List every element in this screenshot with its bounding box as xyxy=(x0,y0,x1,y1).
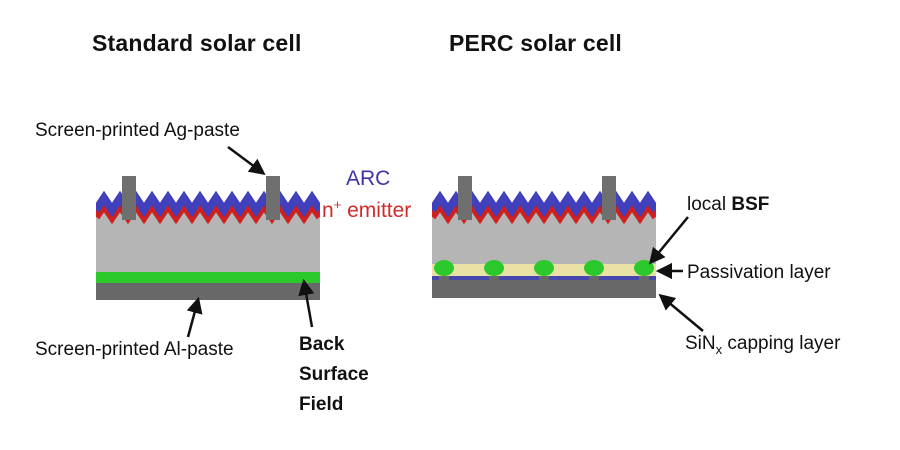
emitter-base: n xyxy=(322,199,334,222)
al-back-contact xyxy=(432,280,656,298)
bsf-line-field: Field xyxy=(299,394,344,415)
label-passivation-layer: Passivation layer xyxy=(687,262,831,283)
back-surface-field-layer xyxy=(96,272,320,283)
ag-contact-finger xyxy=(266,176,280,220)
local-contact-via xyxy=(539,276,549,281)
sinx-rest: capping layer xyxy=(722,333,841,354)
al-back-contact xyxy=(96,283,320,300)
local-bsf-dot xyxy=(484,260,504,276)
label-back-surface-field: Back Surface Field xyxy=(299,330,369,420)
label-ag-paste: Screen-printed Ag-paste xyxy=(35,120,240,141)
ag-contact-finger xyxy=(458,176,472,220)
title-perc-cell: PERC solar cell xyxy=(449,30,623,56)
sinx-base: SiN xyxy=(685,333,716,354)
label-sinx-capping: SiNx capping layer xyxy=(685,332,840,356)
local-bsf-dot xyxy=(534,260,554,276)
silicon-bulk xyxy=(96,206,320,272)
standard-cell-diagram xyxy=(96,176,320,300)
local-bsf-dot xyxy=(434,260,454,276)
arrow-local-bsf xyxy=(648,216,689,265)
emitter-superscript: + xyxy=(333,197,342,212)
local-contact-via xyxy=(489,276,499,281)
local-bsf-dot xyxy=(584,260,604,276)
label-arc: ARC xyxy=(346,167,391,190)
bsf-line-surface: Surface xyxy=(299,364,369,385)
ag-contact-finger xyxy=(122,176,136,220)
label-al-paste: Screen-printed Al-paste xyxy=(35,339,234,360)
title-standard-cell: Standard solar cell xyxy=(92,30,302,56)
silicon-bulk xyxy=(432,206,656,264)
perc-cell-diagram xyxy=(432,176,656,298)
local-contact-via xyxy=(439,276,449,281)
label-n-emitter: n+ emitter xyxy=(322,198,411,224)
arrow-al-paste xyxy=(186,296,203,338)
sinx-subscript: x xyxy=(715,341,723,357)
local-contact-via xyxy=(589,276,599,281)
emitter-rest: emitter xyxy=(341,199,412,222)
local-bsf-bold: BSF xyxy=(731,194,770,215)
label-local-bsf: local BSF xyxy=(687,193,769,217)
bsf-line-back: Back xyxy=(299,334,345,355)
arrow-sinx-capping xyxy=(658,293,704,332)
local-bsf-normal: local xyxy=(687,194,732,215)
local-bsf-dot xyxy=(634,260,654,276)
arrow-ag-paste xyxy=(227,145,266,175)
local-contact-via xyxy=(639,276,649,281)
ag-contact-finger xyxy=(602,176,616,220)
